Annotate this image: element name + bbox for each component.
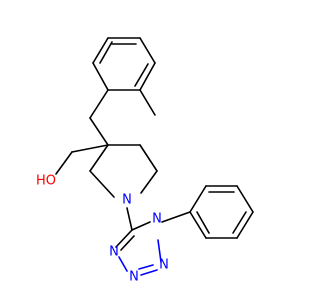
- hydroxymethyl-bond-1: [71, 144, 109, 153]
- benzyl-ring-bond: [89, 117, 109, 146]
- benzyl-ch2-bond: [89, 89, 109, 119]
- n-phenyl-bond: [161, 211, 191, 223]
- hydroxymethyl-bond-2: [55, 151, 73, 175]
- n-tetrazole-bond: [126, 207, 133, 231]
- methylbenzene-ring: [92, 37, 156, 91]
- hydroxyl-label: HO: [36, 174, 56, 189]
- phenyl-ring: [189, 185, 254, 239]
- tetrazole-ring: [115, 221, 162, 276]
- tetrazole-nitrogen-2-label: N: [109, 245, 119, 260]
- molecule-canvas: HO N N N N N: [36, 37, 254, 285]
- tetrazole-nitrogen-4-label: N: [159, 258, 169, 273]
- structure-diagram: HO N N N N N: [36, 37, 254, 285]
- piperidine-ring: [89, 144, 158, 198]
- tetrazole-nitrogen-3-label: N: [129, 270, 139, 285]
- piperidine-nitrogen-label: N: [122, 193, 132, 208]
- methyl-bond: [139, 89, 156, 116]
- tetrazole-nitrogen-1-label: N: [152, 212, 162, 227]
